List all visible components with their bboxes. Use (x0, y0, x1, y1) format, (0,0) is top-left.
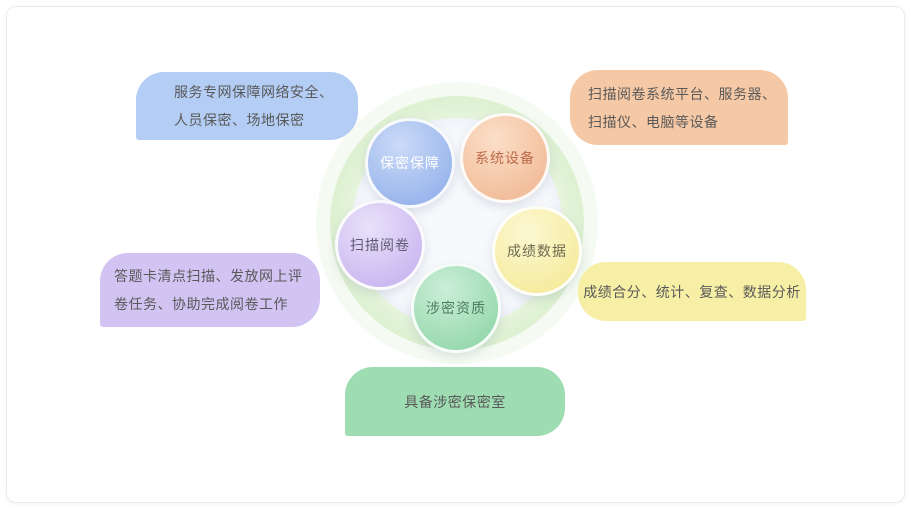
circle-label: 成绩数据 (507, 243, 567, 259)
circle-score-data: 成绩数据 (492, 206, 582, 296)
callout-text-line: 具备涉密保密室 (404, 393, 506, 410)
callout-text-line: 扫描仪、电脑等设备 (588, 113, 719, 130)
circle-confidentiality-guarantee: 保密保障 (365, 118, 455, 208)
callout-text-line: 扫描阅卷系统平台、服务器、 (588, 85, 777, 102)
callout-score-data: 成绩合分、统计、复查、数据分析 (578, 262, 806, 321)
callout-text-line: 成绩合分、统计、复查、数据分析 (583, 283, 801, 300)
circle-label: 保密保障 (380, 155, 440, 171)
circle-label: 涉密资质 (426, 300, 486, 316)
callout-text-line: 答题卡清点扫描、发放网上评 (114, 268, 303, 284)
callout-text-line: 卷任务、协助完成阅卷工作 (114, 296, 288, 312)
circle-scan-marking: 扫描阅卷 (335, 200, 425, 290)
callout-scan-marking: 答题卡清点扫描、发放网上评 卷任务、协助完成阅卷工作 (100, 253, 320, 327)
circle-label: 扫描阅卷 (350, 237, 410, 253)
circle-label: 系统设备 (475, 150, 535, 166)
callout-classified-room: 具备涉密保密室 (345, 367, 565, 436)
callout-system-equipment: 扫描阅卷系统平台、服务器、 扫描仪、电脑等设备 (570, 70, 788, 145)
callout-text-line: 人员保密、场地保密 (174, 112, 305, 128)
callout-text-line: 服务专网保障网络安全、 (174, 84, 334, 100)
circle-classified-qualification: 涉密资质 (411, 263, 501, 353)
circle-system-equipment: 系统设备 (460, 113, 550, 203)
callout-network-security: 服务专网保障网络安全、 人员保密、场地保密 (136, 72, 358, 140)
